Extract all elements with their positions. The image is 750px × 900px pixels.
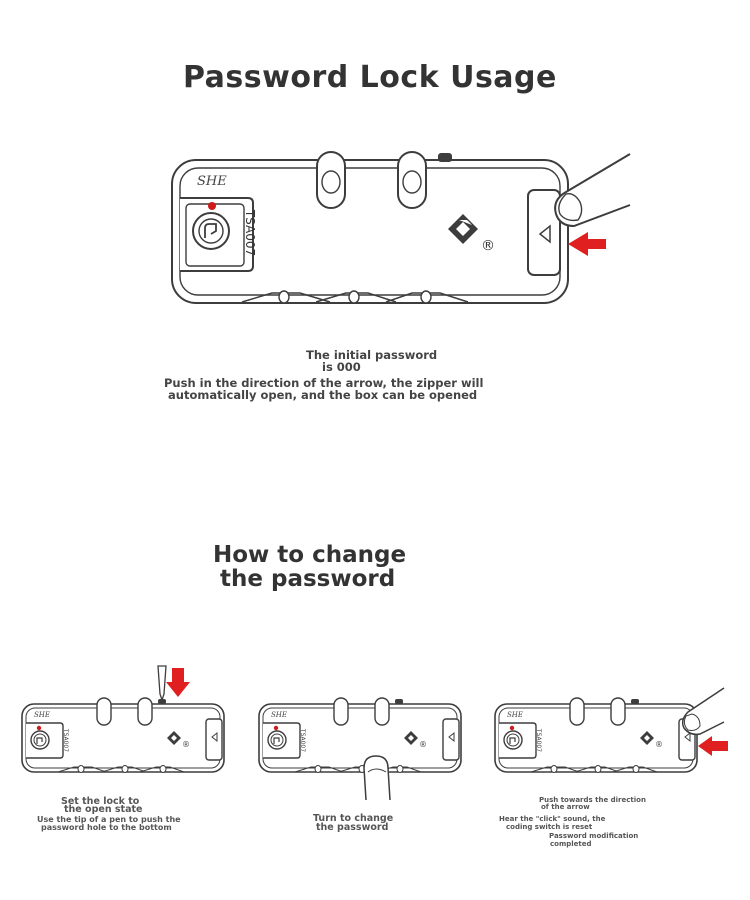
dial-wheels <box>241 290 469 304</box>
tsa-logo-icon <box>448 214 478 244</box>
change-title-line-1: How to change <box>213 542 407 568</box>
finger-turn-icon <box>363 755 391 801</box>
intro-line-2: is 000 <box>322 360 361 374</box>
step1-line-2: the open state <box>64 804 143 815</box>
step1-registered: ® <box>182 740 190 749</box>
change-title-line-2: the password <box>220 566 396 592</box>
step1-line-4: password hole to the bottom <box>41 823 172 832</box>
indicator-dot <box>208 202 216 210</box>
step2-line-2: the password <box>316 822 389 833</box>
page-title: Password Lock Usage <box>183 60 557 95</box>
intro-line-1: The initial password <box>306 348 438 362</box>
pen-icon <box>157 665 167 703</box>
lock-step-2 <box>258 697 462 774</box>
step1-line-1: Set the lock to <box>61 796 140 807</box>
arrow-left-icon <box>538 224 551 244</box>
step2-brand: SHE <box>271 711 288 719</box>
step1-brand: SHE <box>34 711 51 719</box>
step3-brand: SHE <box>507 711 524 719</box>
step1-model: TSA007 <box>62 728 70 753</box>
step2-registered: ® <box>419 740 427 749</box>
step2-model: TSA007 <box>299 728 307 753</box>
step3-line-3: Hear the "click" sound, the <box>499 815 606 823</box>
lock-step-1 <box>21 697 225 774</box>
step3-line-1: Push towards the direction <box>539 796 646 804</box>
lock-step-3 <box>494 697 698 774</box>
brand-label: SHE <box>197 174 227 189</box>
step3-line-4: coding switch is reset <box>506 823 593 831</box>
reset-hole <box>438 153 452 162</box>
step1-line-3: Use the tip of a pen to push the <box>37 815 181 824</box>
step3-line-5: Password modification <box>549 832 639 840</box>
step3-line-6: completed <box>550 840 592 848</box>
left-arrow <box>698 736 728 756</box>
intro-line-4: automatically open, and the box can be o… <box>168 388 478 402</box>
intro-line-3: Push in the direction of the arrow, the … <box>164 376 484 390</box>
push-arrow <box>568 232 606 256</box>
down-arrow <box>166 668 190 697</box>
registered-mark: ® <box>481 238 495 254</box>
step3-model: TSA007 <box>535 728 543 753</box>
step3-line-2: of the arrow <box>541 803 590 811</box>
step3-registered: ® <box>655 740 663 749</box>
step2-line-1: Turn to change <box>313 813 394 824</box>
